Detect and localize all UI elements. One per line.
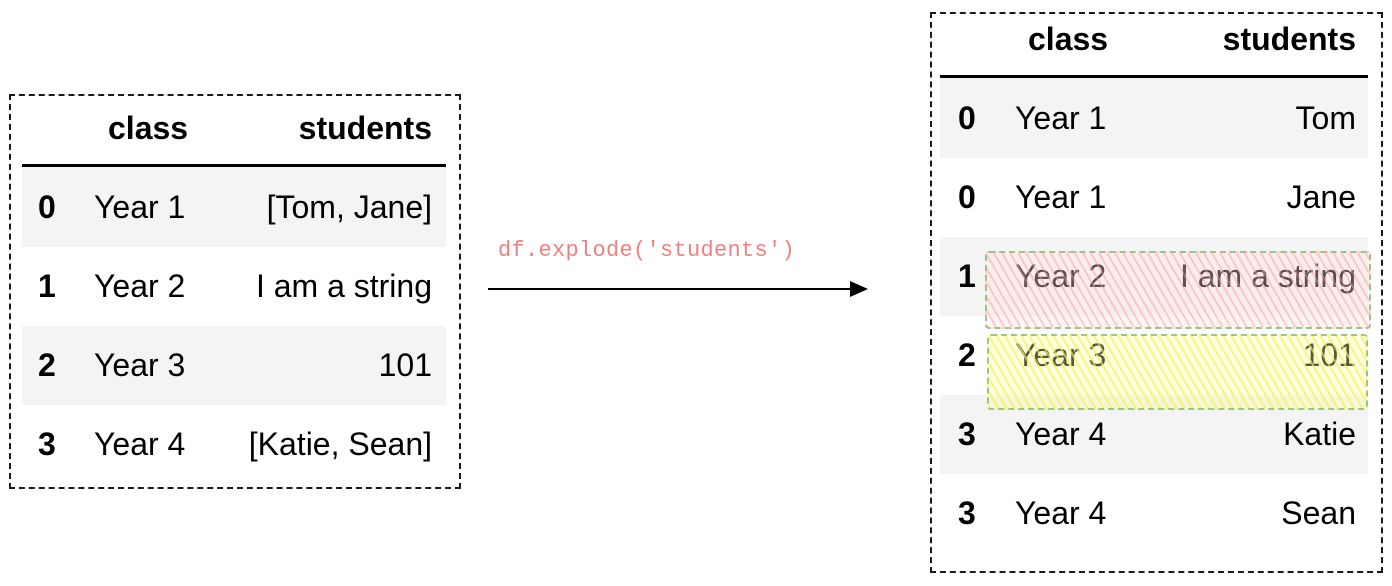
left-table-row: 0 Year 1 [Tom, Jane]: [22, 167, 446, 247]
row-index: 1: [958, 258, 976, 294]
row-index: 0: [958, 99, 976, 136]
students-cell: [Tom, Jane]: [266, 188, 432, 225]
right-table-header: class students: [940, 3, 1368, 78]
right-table-row: 3 Year 4 Sean: [940, 474, 1368, 553]
students-cell: 101: [378, 347, 432, 383]
right-header-students: students: [1222, 20, 1356, 57]
students-cell: 101: [1302, 337, 1356, 373]
right-dataframe-frame: [930, 12, 1383, 573]
class-cell: Year 1: [1015, 99, 1107, 136]
right-header-class: class: [1028, 20, 1109, 57]
class-cell: Year 3: [94, 347, 186, 383]
right-dataframe-table: class students 0 Year 1 Tom 0 Year 1 Jan…: [940, 3, 1368, 553]
left-dataframe-table: class students 0 Year 1 [Tom, Jane] 1 Ye…: [22, 92, 446, 484]
class-cell: Year 4: [94, 426, 186, 462]
row-index: 0: [958, 179, 976, 215]
class-cell: Year 2: [1015, 258, 1107, 294]
row-index: 0: [38, 188, 56, 225]
row-index: 2: [958, 337, 976, 373]
students-cell: Sean: [1281, 495, 1356, 531]
explode-operation-label: df.explode('students'): [498, 238, 796, 263]
class-cell: Year 3: [1015, 337, 1107, 373]
right-table-row: 1 Year 2 I am a string: [940, 237, 1368, 316]
class-cell: Year 1: [1015, 179, 1107, 215]
class-cell: Year 2: [94, 268, 186, 304]
class-cell: Year 1: [94, 188, 186, 225]
row-index: 1: [38, 268, 56, 304]
left-table-row: 1 Year 2 I am a string: [22, 247, 446, 326]
students-cell: Jane: [1286, 179, 1356, 215]
left-dataframe-frame: [9, 94, 461, 489]
right-arrow-icon: [488, 281, 868, 297]
class-cell: Year 4: [1015, 416, 1107, 452]
row-index: 3: [958, 416, 976, 452]
row-index: 3: [958, 495, 976, 531]
left-table-row: 3 Year 4 [Katie, Sean]: [22, 405, 446, 484]
students-cell: [Katie, Sean]: [248, 426, 432, 462]
row-index: 3: [38, 426, 56, 462]
students-cell: I am a string: [255, 268, 432, 304]
left-header-students: students: [298, 109, 432, 146]
right-table-row: 3 Year 4 Katie: [940, 395, 1368, 474]
class-cell: Year 4: [1015, 495, 1107, 531]
left-table-header: class students: [22, 92, 446, 167]
row-index: 2: [38, 347, 56, 383]
students-cell: Tom: [1295, 99, 1356, 136]
students-cell: I am a string: [1179, 258, 1356, 294]
right-table-row: 0 Year 1 Jane: [940, 158, 1368, 237]
students-cell: Katie: [1283, 416, 1356, 452]
left-header-class: class: [108, 109, 189, 146]
left-table-row: 2 Year 3 101: [22, 326, 446, 405]
right-table-row: 0 Year 1 Tom: [940, 78, 1368, 158]
right-table-row: 2 Year 3 101: [940, 316, 1368, 395]
